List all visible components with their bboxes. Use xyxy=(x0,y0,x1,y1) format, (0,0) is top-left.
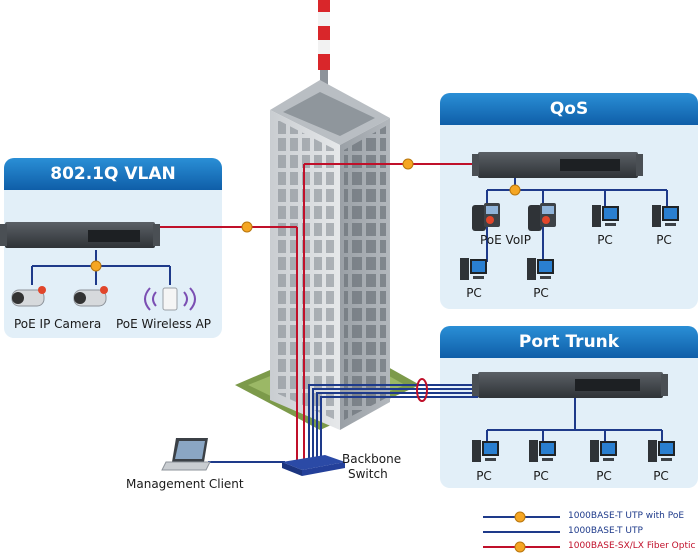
desktop-pc-icon xyxy=(648,440,675,462)
ip-camera-icon xyxy=(73,286,108,307)
legend-utp: 1000BASE-T UTP xyxy=(568,526,643,536)
pc-label: PC xyxy=(533,469,549,483)
poe-voip-label: PoE VoIP xyxy=(480,233,531,247)
trunk-aggregation-marker xyxy=(416,378,428,402)
office-tower-icon xyxy=(235,0,420,430)
desktop-pc-icon xyxy=(529,440,556,462)
network-switch-icon xyxy=(282,455,345,476)
laptop-icon xyxy=(161,438,211,471)
desktop-pc-icon xyxy=(652,205,679,227)
pc-label: PC xyxy=(533,286,549,300)
desktop-pc-icon xyxy=(472,440,499,462)
legend-graphics xyxy=(483,511,560,553)
network-switch-icon xyxy=(472,152,643,178)
poe-ip-camera-label: PoE IP Camera xyxy=(14,317,102,331)
desktop-pc-icon xyxy=(460,258,487,280)
qos-panel-title: QoS xyxy=(440,93,698,125)
ip-camera-icon xyxy=(11,286,46,307)
trunk-pc-links xyxy=(486,397,663,442)
voip-phone-icon xyxy=(528,203,556,231)
pc-label: PC xyxy=(656,233,672,247)
network-switch-icon xyxy=(0,222,160,248)
network-switch-icon xyxy=(472,372,668,398)
trunk-links xyxy=(308,384,478,460)
legend-fiber: 1000BASE-SX/LX Fiber Optic xyxy=(568,541,696,551)
wireless-ap-icon xyxy=(144,287,196,311)
pc-label: PC xyxy=(597,233,613,247)
pc-label: PC xyxy=(596,469,612,483)
desktop-pc-icon xyxy=(590,440,617,462)
desktop-pc-group xyxy=(460,205,679,462)
pc-label: PC xyxy=(653,469,669,483)
management-client-label: Management Client xyxy=(126,477,244,491)
desktop-pc-icon xyxy=(527,258,554,280)
legend-utp-poe: 1000BASE-T UTP with PoE xyxy=(568,511,685,521)
pc-label: PC xyxy=(466,286,482,300)
vlan-panel-title: 802.1Q VLAN xyxy=(4,158,222,190)
poe-markers xyxy=(90,158,521,272)
poe-wireless-ap-label: PoE Wireless AP xyxy=(116,317,212,331)
switch-label: Switch xyxy=(348,467,388,481)
desktop-pc-icon xyxy=(592,205,619,227)
backbone-label: Backbone xyxy=(342,452,402,466)
pc-label: PC xyxy=(476,469,492,483)
fiber-links xyxy=(155,163,478,460)
trunk-panel-title: Port Trunk xyxy=(440,326,698,358)
voip-phone-icon xyxy=(472,203,500,231)
